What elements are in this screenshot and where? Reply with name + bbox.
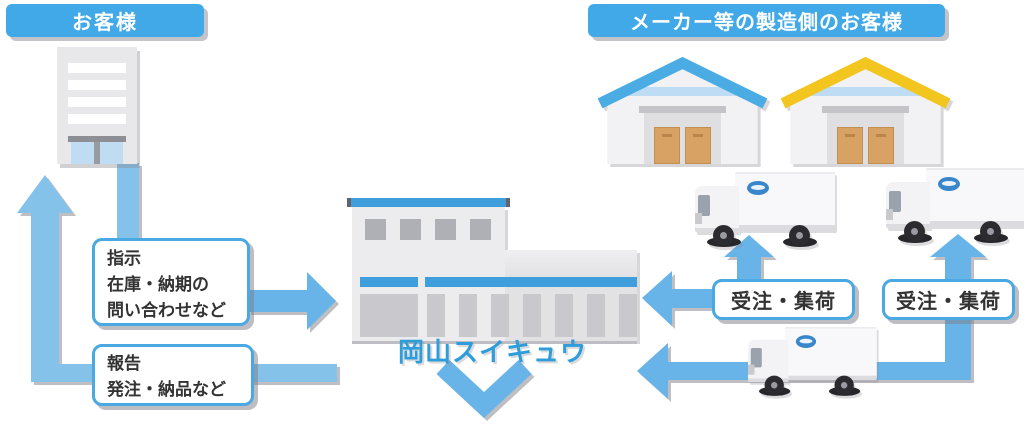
- customer-office-building-icon: [57, 47, 137, 164]
- window: [470, 219, 491, 240]
- window-band: [68, 80, 126, 90]
- truck-wheel-icon: [904, 221, 925, 242]
- window: [400, 219, 421, 240]
- truck-wheel-icon: [789, 225, 810, 246]
- note-line: 在庫・納期の: [107, 275, 209, 295]
- arrow-order-left-to-center-icon: [642, 271, 714, 326]
- truck-wheel-icon: [980, 221, 1001, 242]
- makers-header: メーカー等の製造側のお客様: [588, 4, 945, 37]
- truck-logo-icon: [795, 335, 817, 348]
- arrow-order-left-to-truck-icon: [724, 235, 774, 281]
- note-label: 受注・集荷: [731, 289, 836, 313]
- delivery-truck-icon: [695, 170, 837, 248]
- warehouse-roof: [780, 56, 951, 109]
- truck-window: [698, 195, 710, 216]
- note-line: 報告: [107, 354, 141, 374]
- warehouse-roof: [597, 56, 768, 109]
- customer-header-label: お客様: [72, 10, 138, 34]
- dock-door: [491, 294, 509, 337]
- window: [365, 219, 386, 240]
- roof-band: [347, 198, 510, 207]
- truck-logo-icon: [938, 177, 960, 191]
- dock-door: [619, 294, 637, 337]
- truck-cargo-box: [784, 326, 877, 381]
- warehouse-band: [804, 87, 927, 96]
- delivery-truck-icon: [886, 166, 1024, 244]
- truck-window: [750, 348, 762, 368]
- company-name: 岡山スイキュウ: [397, 338, 587, 368]
- truck-wheel-icon: [713, 225, 734, 246]
- truck-cab: [695, 186, 739, 232]
- truck-wheel-icon: [834, 375, 854, 395]
- truck-bumper: [886, 209, 893, 220]
- delivery-truck-icon: [748, 325, 879, 397]
- arrow-band-from-customer-icon: [117, 163, 139, 245]
- truck-cargo-box: [735, 172, 835, 230]
- entrance-lintel: [68, 136, 126, 142]
- warehouse-doorway: [827, 113, 904, 164]
- dock-door: [555, 294, 573, 337]
- truck-cargo-box: [926, 168, 1024, 226]
- blue-stripe: [360, 277, 418, 287]
- large-dock-door: [360, 294, 418, 337]
- order-pickup-note-left: 受注・集荷: [712, 279, 855, 320]
- dock-door: [427, 294, 445, 337]
- cardboard-box-icon: [837, 127, 863, 164]
- truck-bumper: [695, 213, 702, 224]
- window-band: [68, 63, 126, 73]
- window-row: [365, 219, 491, 240]
- dock-door: [459, 294, 477, 337]
- makers-header-label: メーカー等の製造側のお客様: [630, 10, 903, 34]
- customer-header: お客様: [6, 4, 204, 37]
- truck-wheel-icon: [764, 375, 784, 395]
- warehouse-blue-roof-icon: [597, 56, 768, 164]
- arrow-instruction-to-center-icon: [248, 272, 336, 330]
- note-line: 発注・納品など: [107, 380, 226, 400]
- arrow-down-chevron-icon: [436, 360, 532, 418]
- door-glass: [71, 142, 94, 164]
- cardboard-box-icon: [685, 127, 711, 164]
- blue-stripe: [425, 277, 637, 287]
- cardboard-box-icon: [868, 127, 894, 164]
- report-note: 報告 発注・納品など: [92, 344, 254, 406]
- window-band: [68, 114, 126, 124]
- warehouse-lintel: [639, 106, 726, 113]
- building-base-shadow: [352, 341, 637, 344]
- instruction-note: 指示 在庫・納期の 問い合わせなど: [92, 238, 250, 326]
- note-label: 受注・集荷: [896, 289, 1001, 313]
- dock-door-row: [427, 294, 637, 337]
- warehouse-doorway: [644, 113, 721, 164]
- entrance-door: [71, 142, 123, 164]
- arrow-up-to-customer-icon: [17, 175, 337, 382]
- truck-cab: [886, 182, 930, 228]
- window-band: [68, 97, 126, 107]
- distribution-center-icon: [347, 197, 638, 347]
- warehouse-yellow-roof-icon: [780, 56, 951, 164]
- note-line: 問い合わせなど: [107, 301, 226, 321]
- truck-bumper: [748, 364, 755, 375]
- dock-door: [523, 294, 541, 337]
- dock-door: [587, 294, 605, 337]
- truck-window: [889, 191, 901, 212]
- cardboard-box-icon: [654, 127, 680, 164]
- order-pickup-note-right: 受注・集荷: [882, 279, 1015, 320]
- warehouse-lintel: [822, 106, 909, 113]
- door-glass: [100, 142, 123, 164]
- truck-logo-icon: [747, 181, 769, 195]
- truck-cab: [748, 339, 789, 383]
- warehouse-band: [621, 87, 744, 96]
- window: [435, 219, 456, 240]
- note-line: 指示: [107, 249, 141, 269]
